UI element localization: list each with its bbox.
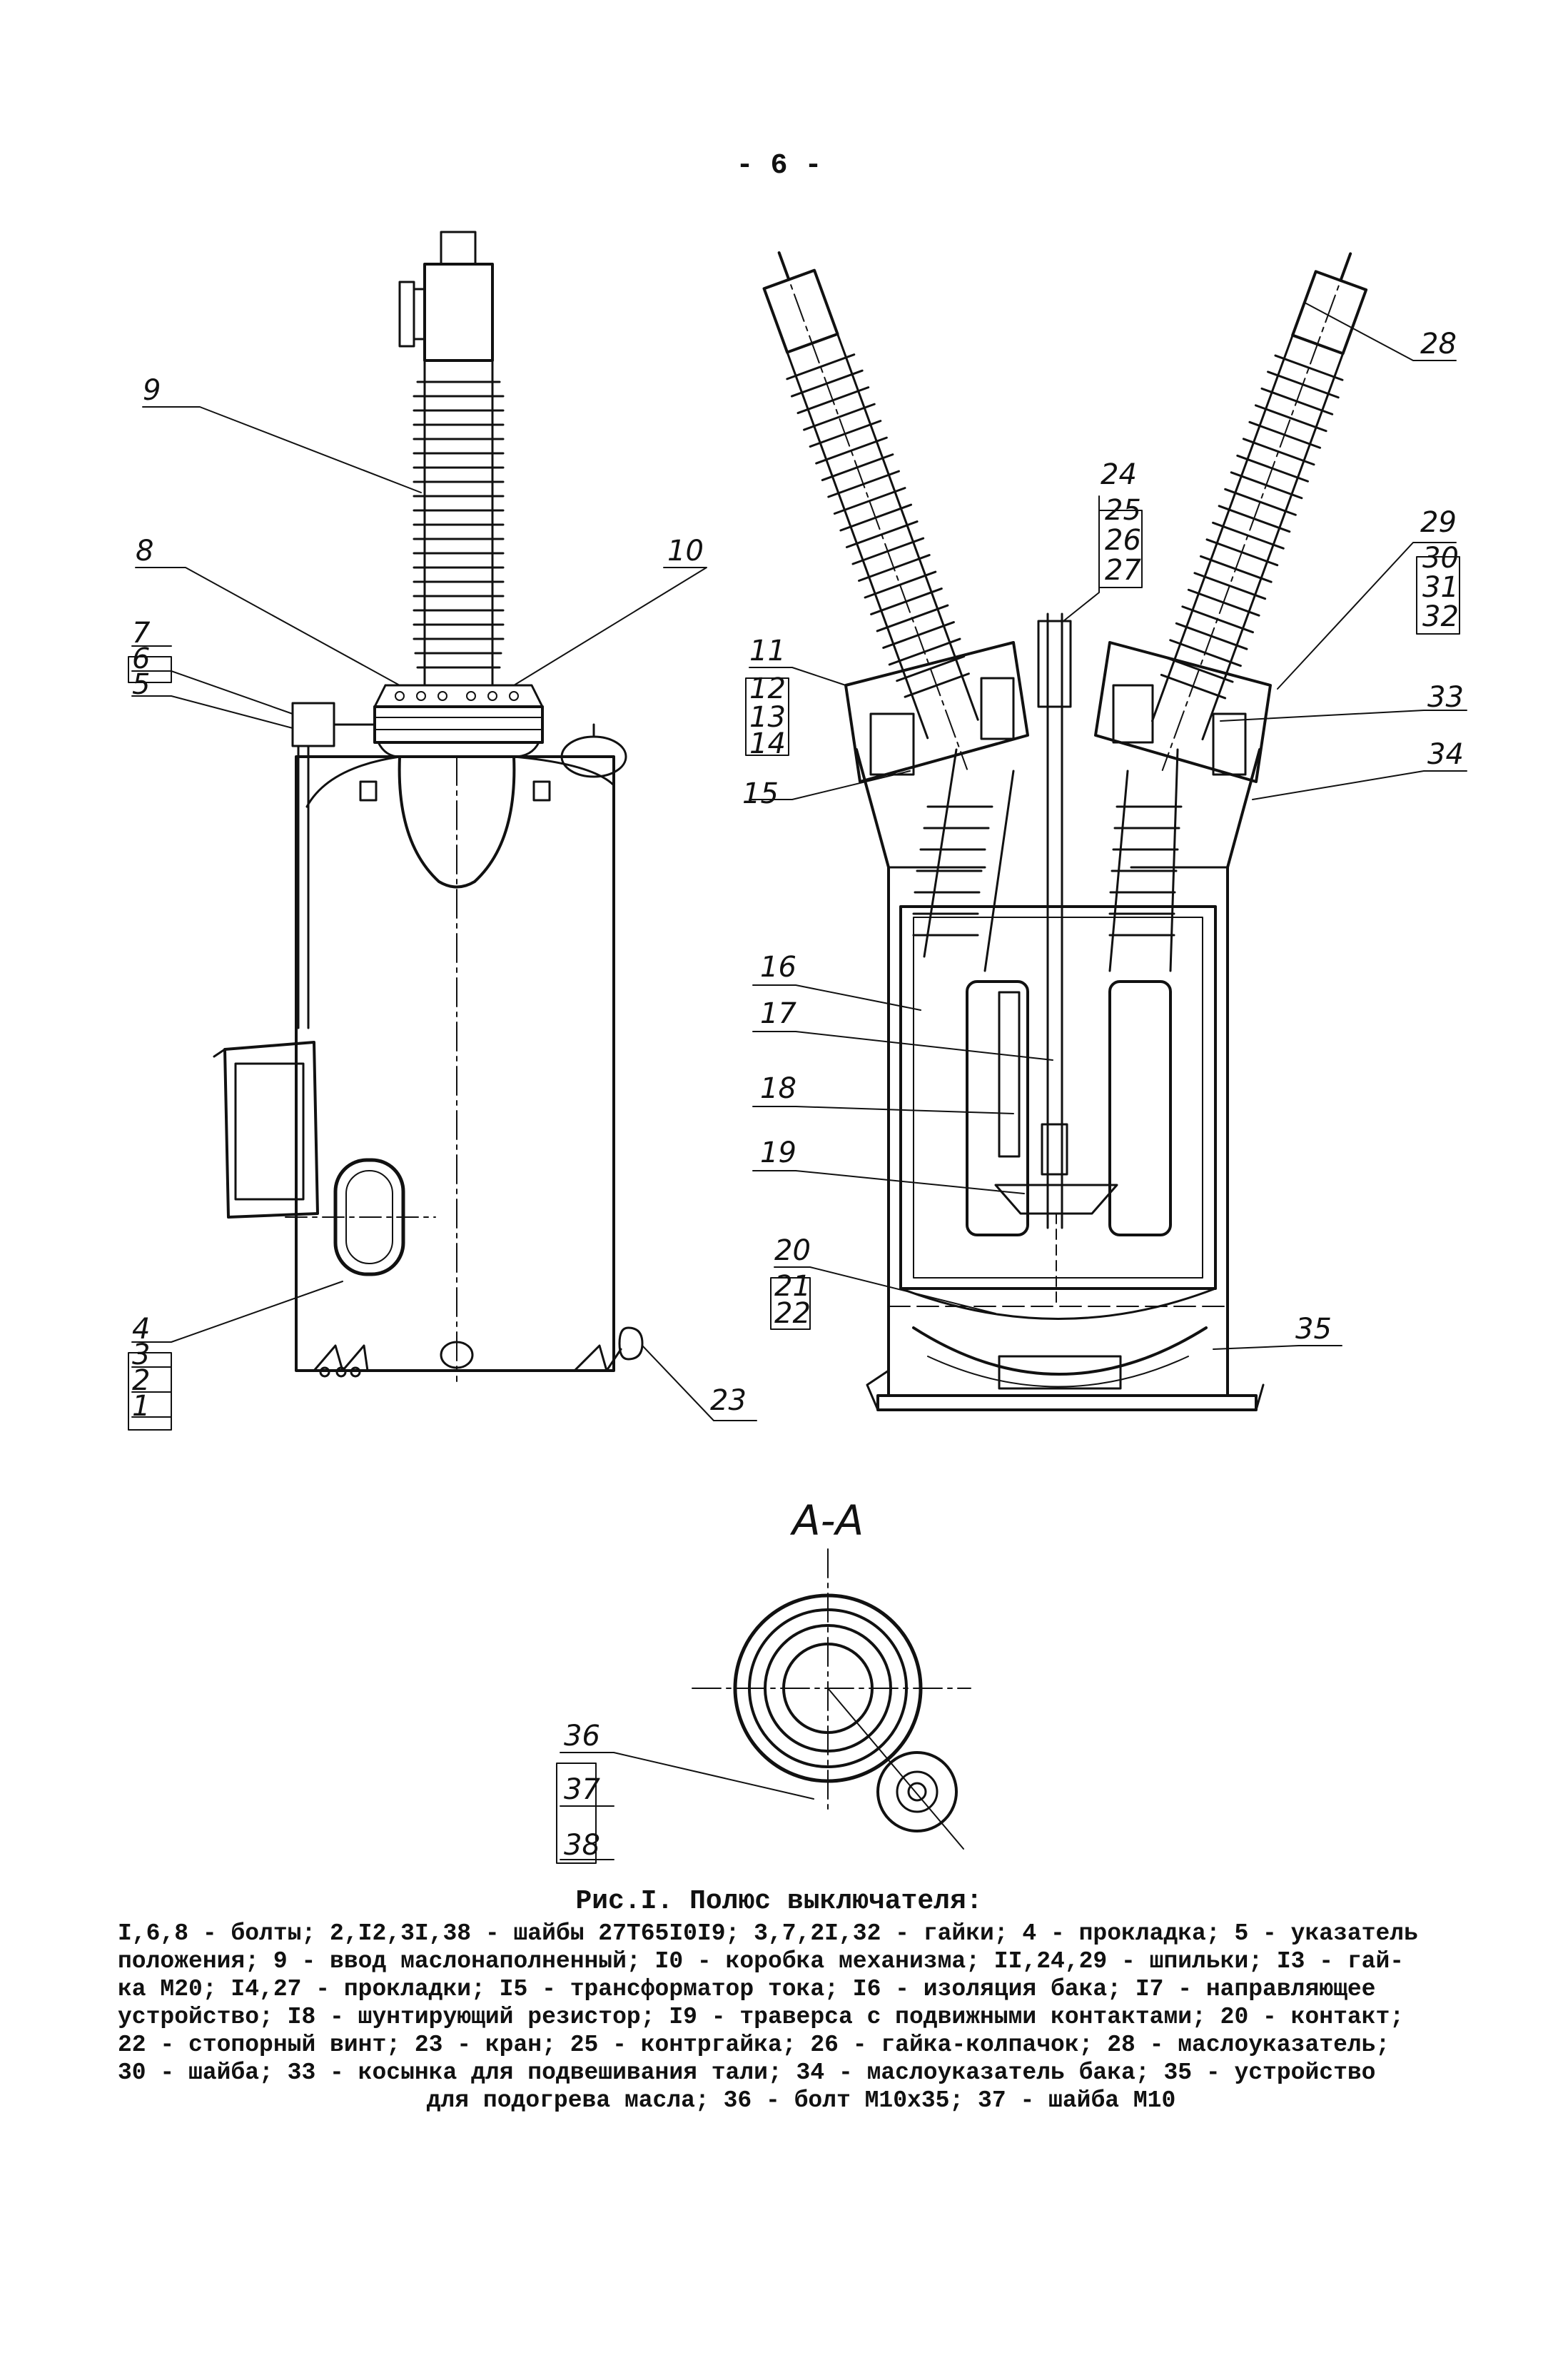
callout-6: 6 [132,642,150,675]
leader-lines [128,303,1467,1864]
callout-19: 19 [760,1136,796,1169]
callout-24: 24 [1101,458,1137,491]
callout-25: 25 [1105,494,1141,527]
callout-32: 32 [1422,600,1459,633]
section-view [762,251,1368,1411]
callout-10: 10 [667,535,704,568]
callout-7: 7 [132,617,151,650]
callout-31: 31 [1422,571,1459,604]
callout-35: 35 [1295,1313,1332,1346]
callout-27: 27 [1105,554,1141,587]
legend-line: 22 - стопорный винт; 23 - кран; 25 - кон… [118,2031,1390,2058]
callout-18: 18 [760,1072,796,1105]
callout-22: 22 [774,1297,811,1330]
page-number: - 6 - [736,150,822,182]
callout-26: 26 [1105,524,1141,557]
callout-29: 29 [1420,506,1457,539]
callout-17: 17 [760,997,796,1030]
callout-36: 36 [564,1720,600,1753]
legend-line: I,6,8 - болты; 2,I2,3I,38 - шайбы 27Т65I… [118,1920,1418,1947]
callout-4: 4 [132,1313,150,1346]
section-a-a [692,1548,971,1850]
callout-5: 5 [132,668,150,701]
callout-28: 28 [1420,328,1457,360]
legend-line: положения; 9 - ввод маслонаполненный; I0… [118,1947,1405,1975]
callout-34: 34 [1427,738,1464,771]
callout-11: 11 [749,635,786,667]
callout-13: 13 [749,701,786,734]
figure-caption: Рис.I. Полюс выключателя: [575,1886,983,1917]
callout-3: 3 [132,1338,150,1371]
callout-1: 1 [132,1390,150,1423]
callout-37: 37 [564,1773,600,1806]
callout-38: 38 [564,1829,600,1862]
callout-14: 14 [749,727,786,760]
callout-30: 30 [1422,542,1459,575]
callout-20: 20 [774,1234,811,1267]
legend-line: 30 - шайба; 33 - косынка для подвешивани… [118,2059,1376,2086]
callout-16: 16 [760,951,796,984]
callout-2: 2 [132,1364,150,1397]
callout-labels: 9 8 10 7 6 5 4 3 2 1 23 28 24 25 26 27 2… [132,328,1464,1862]
legend-line: ка М20; I4,27 - прокладки; I5 - трансфор… [118,1975,1376,2002]
figure-legend: I,6,8 - болты; 2,I2,3I,38 - шайбы 27Т65I… [118,1920,1484,2115]
section-label: А-А [789,1496,864,1545]
callout-21: 21 [774,1270,811,1303]
legend-line: для подогрева масла; 36 - болт М10х35; 3… [426,2087,1176,2114]
callout-15: 15 [742,777,779,810]
side-view [213,231,644,1382]
legend-line: устройство; I8 - шунтирующий резистор; I… [118,2003,1405,2030]
callout-9: 9 [143,374,161,407]
tank-body [295,755,615,1372]
callout-12: 12 [749,672,786,705]
callout-33: 33 [1427,681,1464,714]
callout-8: 8 [136,535,153,568]
callout-23: 23 [710,1384,747,1417]
